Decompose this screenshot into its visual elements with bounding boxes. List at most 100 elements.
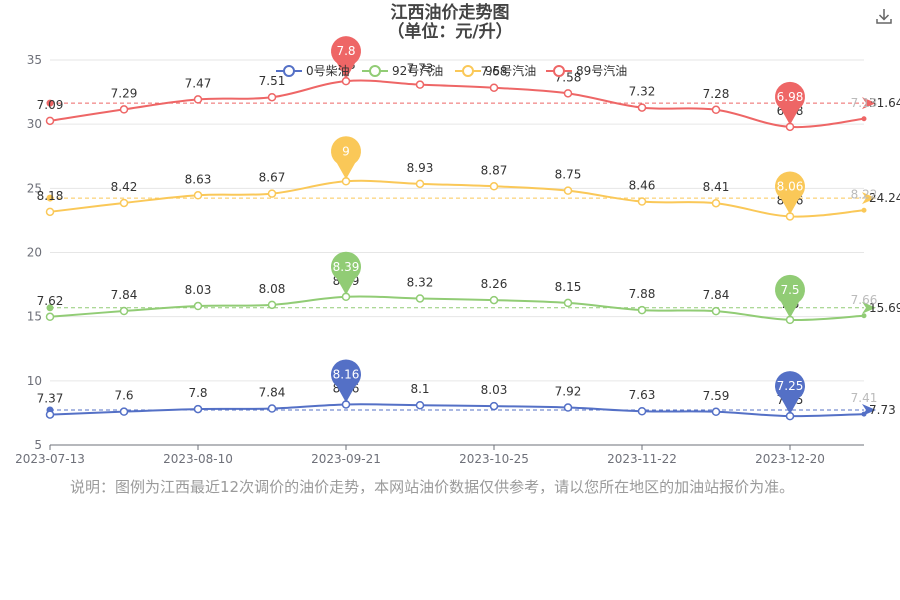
data-point xyxy=(45,207,55,217)
last-value-label: 8.22 xyxy=(851,187,878,201)
data-point xyxy=(267,92,277,102)
data-point xyxy=(119,198,129,208)
chart-title-block: 江西油价走势图 （单位：元/升） xyxy=(0,4,900,42)
data-point xyxy=(193,301,203,311)
min-value-pin: 6.98 xyxy=(775,81,805,125)
data-point xyxy=(45,410,55,419)
data-point xyxy=(563,89,573,98)
max-value-pin: 9 xyxy=(331,136,362,180)
data-point xyxy=(637,103,647,112)
data-label: 8.75 xyxy=(555,168,582,182)
data-label: 8.03 xyxy=(481,383,508,397)
data-point xyxy=(861,411,867,417)
max-value-pin: 8.16 xyxy=(331,359,362,403)
pin-shape xyxy=(775,274,806,318)
data-point xyxy=(637,305,647,315)
last-value-label: 7.41 xyxy=(851,391,878,405)
data-label: 7.28 xyxy=(703,87,730,101)
data-point xyxy=(267,300,277,310)
data-label: 8.63 xyxy=(185,172,212,186)
average-label: 24.24 xyxy=(869,191,900,205)
y-tick-label: 35 xyxy=(27,53,42,67)
pin-label: 7.5 xyxy=(780,283,799,297)
pin-shape xyxy=(331,251,362,295)
legend-item[interactable]: 0号柴油 xyxy=(276,64,350,78)
data-label: 8.41 xyxy=(703,180,730,194)
data-point xyxy=(267,404,277,413)
average-arrow xyxy=(862,301,876,314)
data-point xyxy=(711,105,721,115)
legend-label: 92号汽油 xyxy=(392,63,443,78)
data-point xyxy=(861,313,867,319)
data-label: 7.32 xyxy=(629,85,656,99)
data-point xyxy=(415,400,425,410)
data-point xyxy=(711,198,721,208)
x-tick-label: 2023-09-21 xyxy=(311,452,381,466)
data-label: 8.42 xyxy=(111,180,138,194)
data-point xyxy=(415,179,425,189)
average-arrow xyxy=(862,192,876,205)
data-point xyxy=(563,403,573,412)
data-label: 8.32 xyxy=(407,275,434,289)
legend-marker xyxy=(283,65,295,77)
data-label: 7.62 xyxy=(37,294,64,308)
pin-label: 8.39 xyxy=(333,260,360,274)
data-point xyxy=(119,105,129,114)
data-point xyxy=(861,116,867,122)
data-label: 7.29 xyxy=(111,86,138,100)
data-point xyxy=(489,401,499,411)
data-label: 8.18 xyxy=(37,189,64,203)
x-tick-label: 2023-11-22 xyxy=(607,452,677,466)
data-label: 8.15 xyxy=(555,280,582,294)
pin-label: 8.06 xyxy=(777,179,804,193)
data-label: 8.1 xyxy=(410,382,429,396)
legend-item[interactable]: 92号汽油 xyxy=(362,63,443,78)
data-label: 7.84 xyxy=(259,386,286,400)
data-label: 8.03 xyxy=(185,283,212,297)
data-point xyxy=(489,295,499,305)
legend-item[interactable]: 95号汽油 xyxy=(455,63,536,78)
average-start-marker xyxy=(46,304,54,312)
y-tick-label: 25 xyxy=(27,181,42,195)
series-line xyxy=(49,295,865,321)
average-label: 15.69 xyxy=(869,301,900,315)
data-point xyxy=(637,406,647,416)
download-icon[interactable] xyxy=(874,6,894,26)
average-start-marker xyxy=(46,194,54,202)
data-point xyxy=(563,298,573,308)
data-label: 7.68 xyxy=(481,65,508,79)
pin-shape xyxy=(331,36,362,80)
data-point xyxy=(563,186,573,195)
data-point xyxy=(45,312,55,322)
data-label: 7.84 xyxy=(703,288,730,302)
last-value-label: 7.13 xyxy=(851,96,878,110)
y-tick-label: 20 xyxy=(27,246,42,260)
data-label: 7.8 xyxy=(188,386,207,400)
data-label: 7.84 xyxy=(111,288,138,302)
data-label: 7.59 xyxy=(703,389,730,403)
data-point xyxy=(861,207,867,213)
chart-title: 江西油价走势图 xyxy=(390,3,510,23)
data-label: 7.47 xyxy=(185,76,212,90)
data-label: 8.67 xyxy=(259,171,286,185)
max-value-pin: 7.8 xyxy=(331,36,362,80)
data-point xyxy=(415,294,425,303)
data-label: 7.73 xyxy=(407,62,434,76)
x-tick-label: 2023-07-13 xyxy=(15,452,85,466)
data-label: 7.09 xyxy=(37,98,64,112)
pin-shape xyxy=(331,136,362,180)
data-label: 8.08 xyxy=(259,282,286,296)
legend-item[interactable]: 89号汽油 xyxy=(546,63,627,78)
data-label: 7.92 xyxy=(555,385,582,399)
pin-shape xyxy=(331,359,362,403)
data-point xyxy=(119,306,129,316)
chart-subtitle: （单位：元/升） xyxy=(387,22,513,42)
data-point xyxy=(711,306,721,316)
pin-label: 7.25 xyxy=(777,379,804,393)
data-label: 7.88 xyxy=(629,287,656,301)
data-label: 8.93 xyxy=(407,161,434,175)
average-label: 7.73 xyxy=(869,403,896,417)
legend-marker xyxy=(462,65,474,77)
data-label: 8.87 xyxy=(481,163,508,177)
